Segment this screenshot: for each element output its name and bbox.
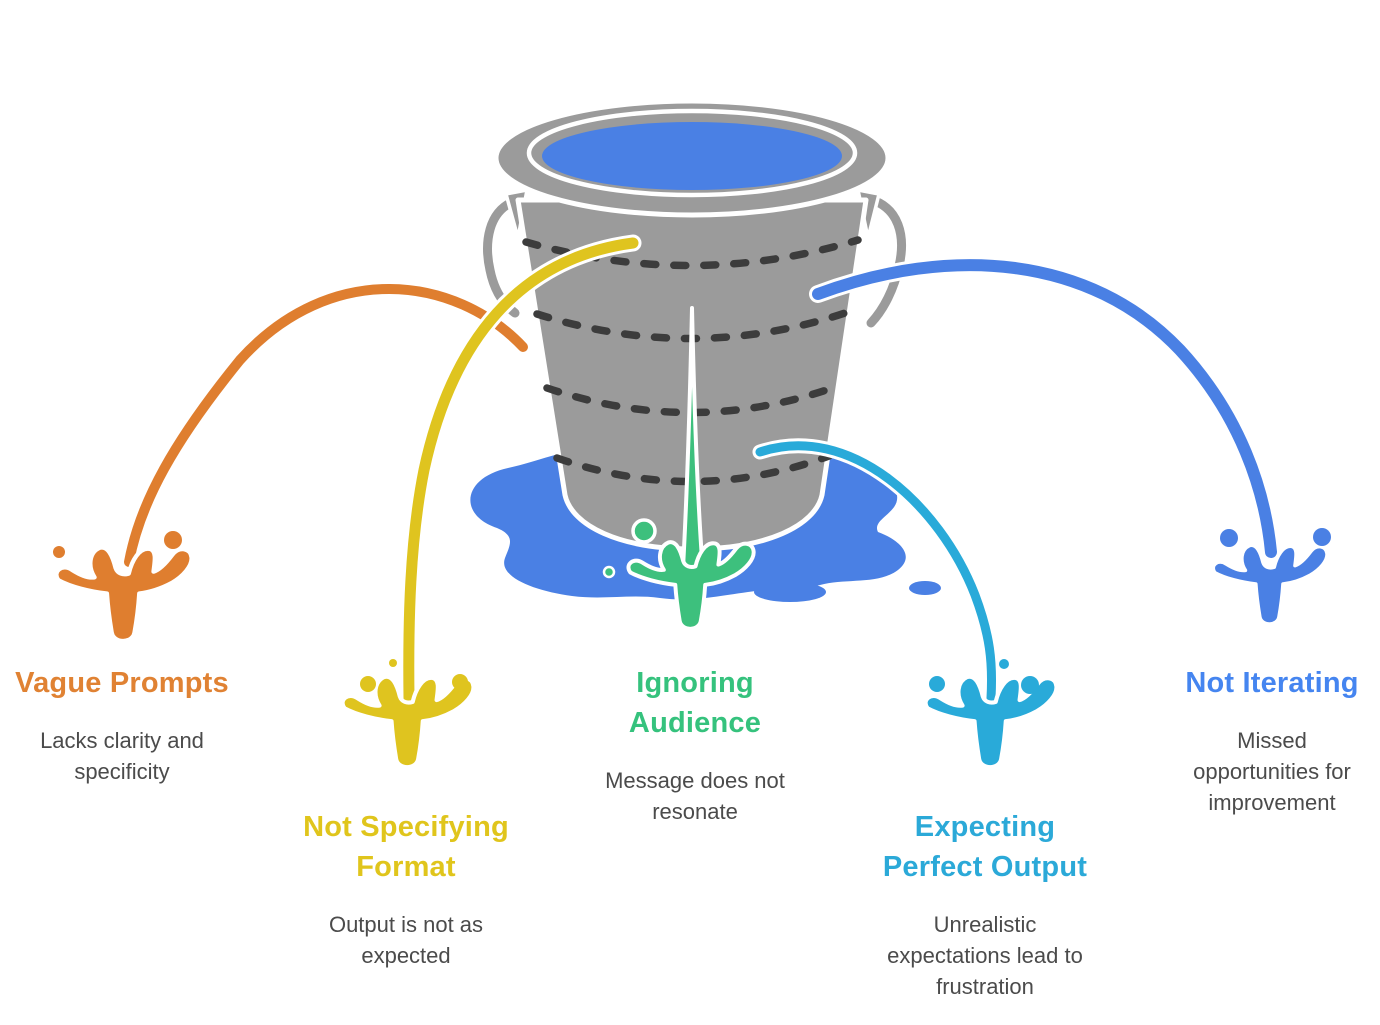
label-ignoring-audience: Ignoring Audience Message does not reson…: [535, 663, 855, 827]
stream-not-specifying-format: [400, 234, 642, 707]
droplet: [452, 674, 468, 690]
droplet: [631, 518, 657, 544]
droplet: [53, 546, 65, 558]
droplets: [53, 518, 1331, 694]
stream-vague-prompts: [121, 281, 531, 570]
item-title: Vague Prompts: [15, 667, 229, 699]
droplet: [1313, 528, 1331, 546]
label-not-iterating: Not Iterating Missed opportunities for i…: [1112, 663, 1380, 818]
item-title: Not Specifying Format: [303, 811, 509, 883]
puddle-satellite-small: [909, 581, 941, 595]
label-not-specifying-format: Not Specifying Format Output is not as e…: [246, 807, 566, 971]
droplet: [389, 659, 397, 667]
droplet: [929, 676, 945, 692]
stream-not-iterating: [809, 256, 1280, 561]
droplet: [1220, 529, 1238, 547]
bucket-band-4: [553, 452, 833, 486]
item-description: Missed opportunities for improvement: [1193, 728, 1351, 815]
item-description: Message does not resonate: [605, 768, 785, 824]
item-title: Expecting Perfect Output: [882, 811, 1088, 883]
puddle-satellite: [754, 582, 826, 602]
item-title: Not Iterating: [1185, 667, 1359, 699]
item-description: Lacks clarity and specificity: [40, 728, 204, 784]
item-title: Ignoring Audience: [628, 667, 762, 739]
droplet: [1021, 676, 1039, 694]
droplet: [999, 659, 1009, 669]
label-vague-prompts: Vague Prompts Lacks clarity and specific…: [0, 663, 282, 787]
leak-streams: [121, 234, 1280, 707]
label-expecting-perfect-output: Expecting Perfect Output Unrealistic exp…: [825, 807, 1145, 1002]
item-description: Unrealistic expectations lead to frustra…: [887, 912, 1083, 999]
droplet: [164, 531, 182, 549]
droplet: [602, 565, 616, 579]
stream-expecting-perfect-output: [752, 438, 1000, 706]
item-description: Output is not as expected: [328, 912, 484, 968]
droplet: [360, 676, 376, 692]
bucket-water-surface: [542, 122, 842, 190]
